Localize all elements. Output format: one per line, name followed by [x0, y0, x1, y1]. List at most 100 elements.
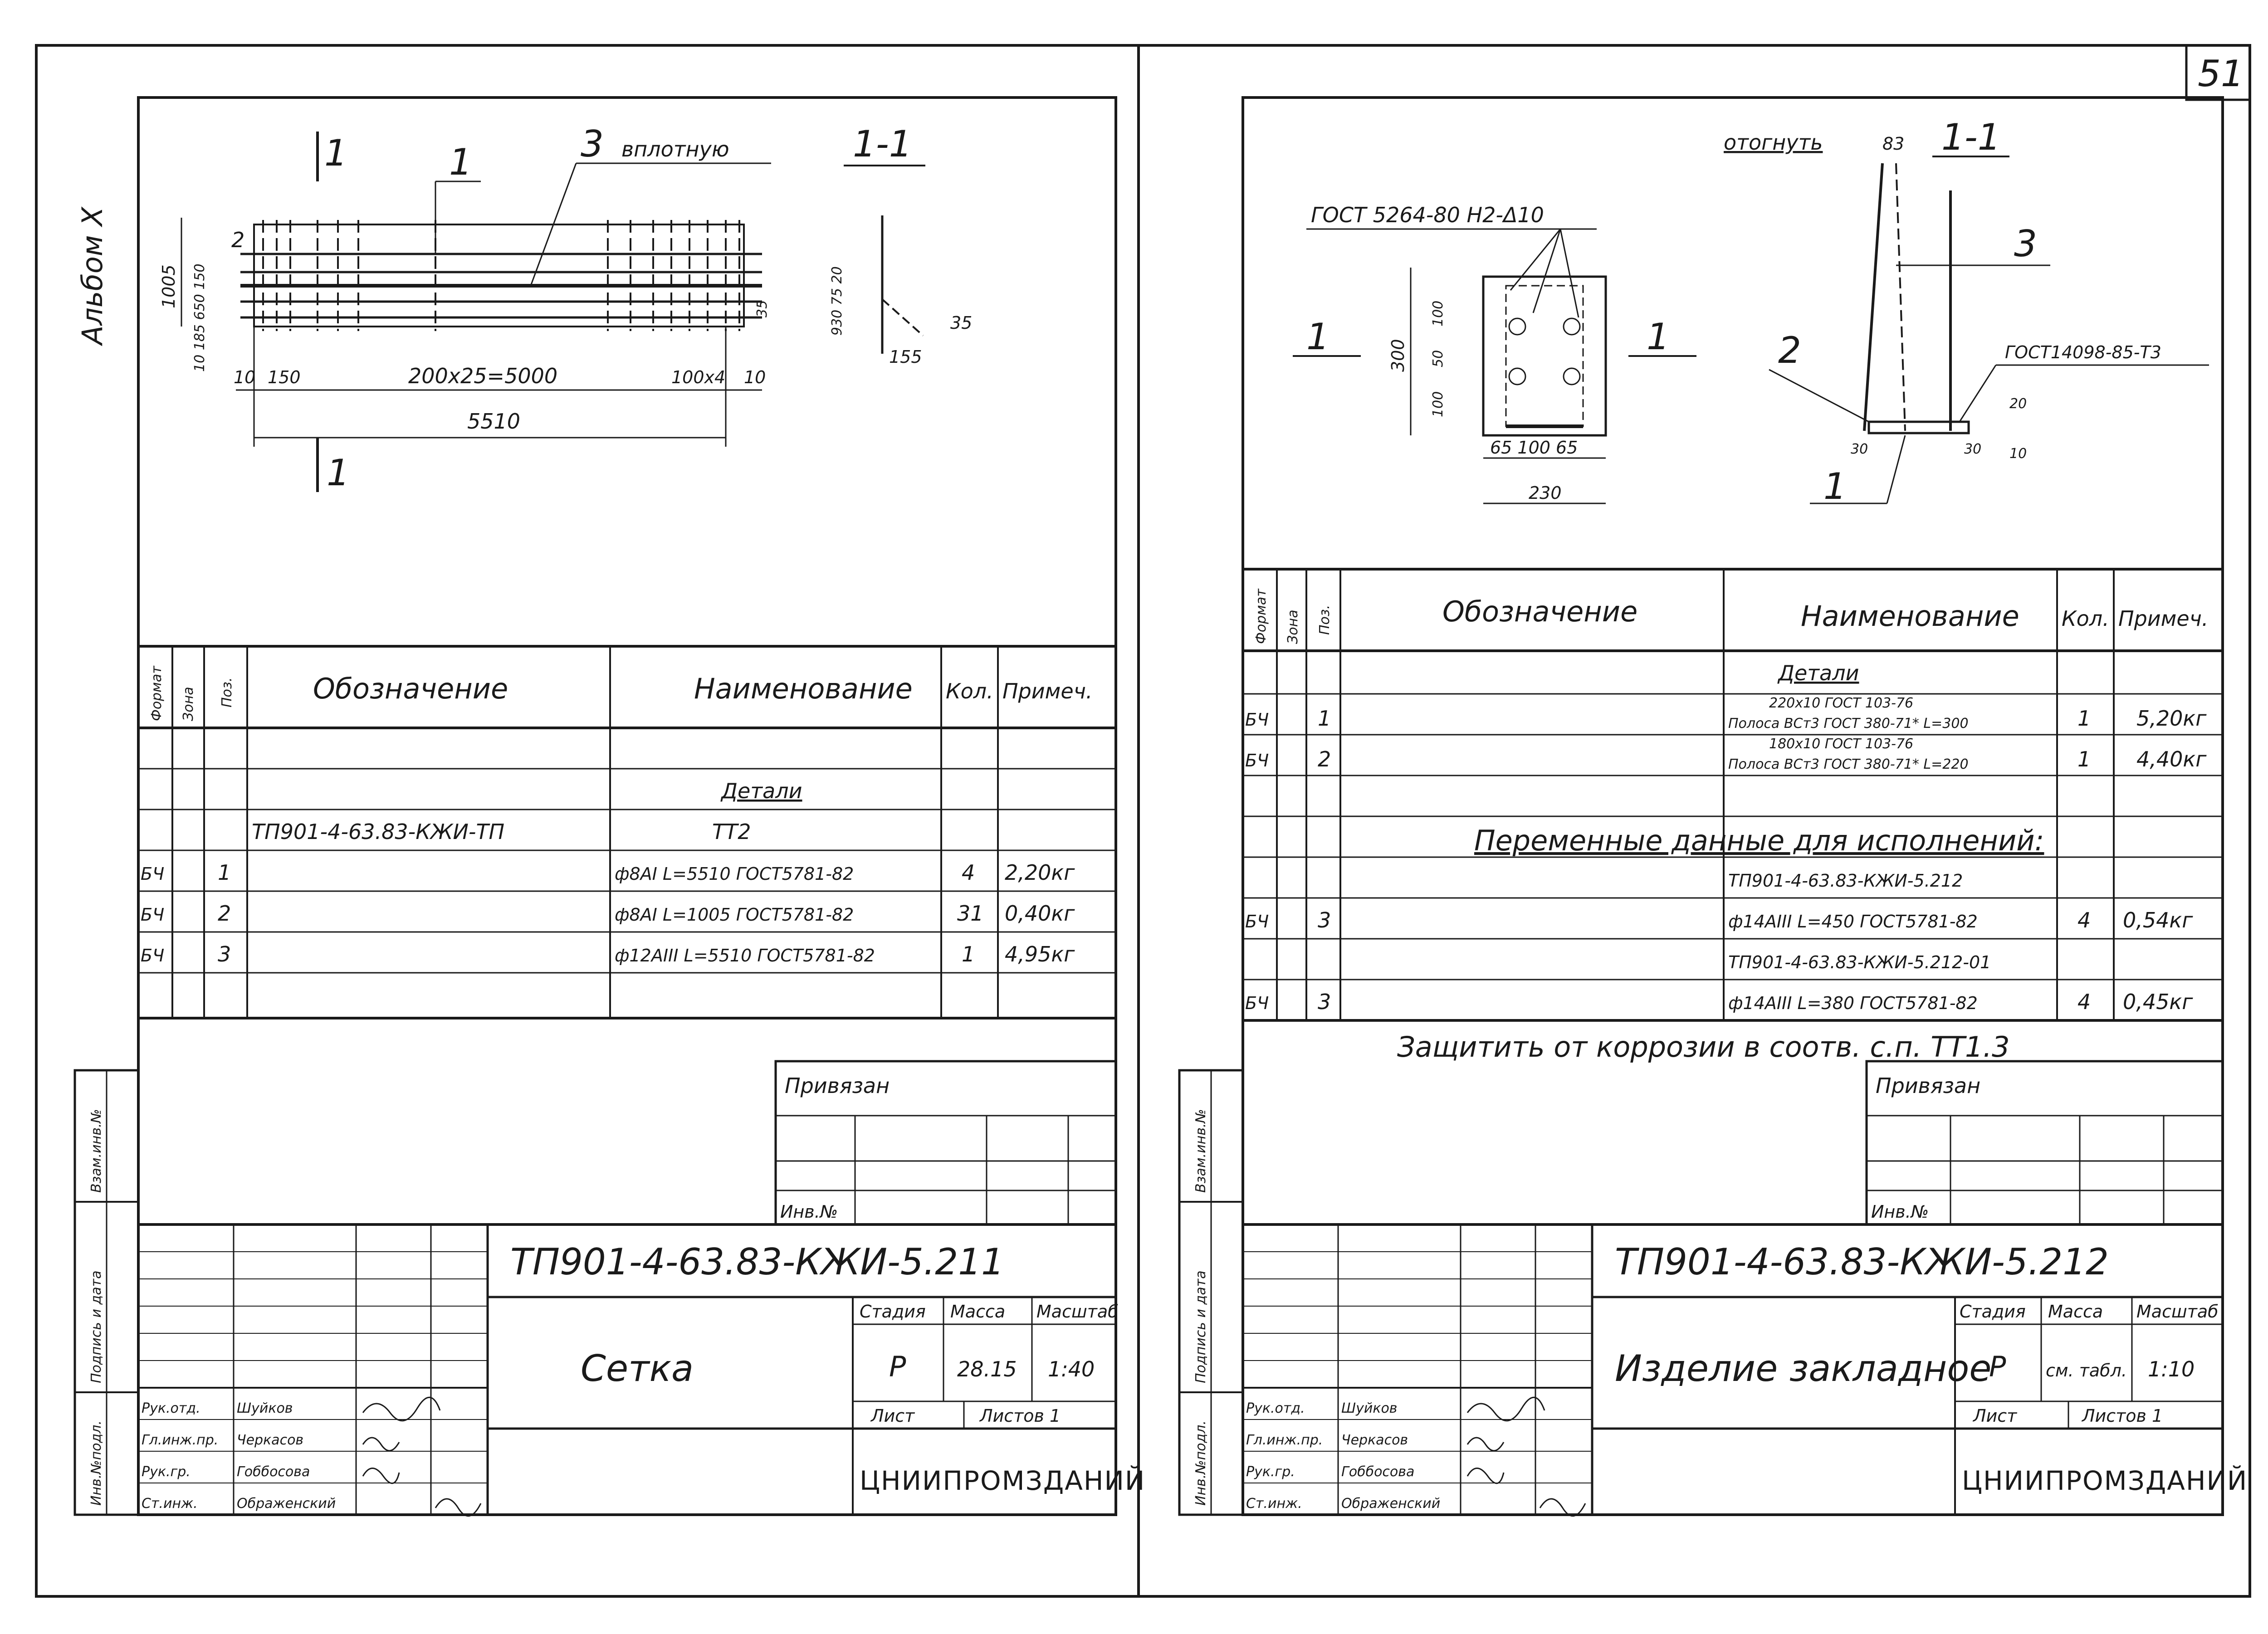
title-block: ТП901-4-63.83-КЖИ-5.211 Сетка Стадия Мас… [137, 1223, 1144, 1517]
row-pos: 1 [218, 860, 231, 885]
signature [1466, 1396, 1545, 1422]
right-sheet: ГОСТ 5264-80 Н2-Δ10 1 1 300 100 50 100 6… [1178, 96, 2248, 1517]
page-number: 51 [2198, 53, 2244, 95]
dim-plate-h-b: 50 [1430, 350, 1446, 367]
row-note: 2,20кг [1005, 860, 1075, 885]
spec-table: Формат Зона Поз. Обозначение Наименовани… [138, 645, 1116, 1019]
signature [362, 1396, 441, 1422]
item-name: Изделие закладное [1615, 1347, 1992, 1390]
signature [1466, 1468, 1505, 1484]
dim-section-bottom: 155 [889, 347, 922, 367]
stamp-inv-orig: Инв.№подл. [88, 1420, 104, 1506]
binding-block: Привязан Инв.№ [1865, 1060, 2224, 1226]
doc-name: ТТ2 [712, 819, 751, 844]
outer-frame [35, 44, 2251, 1598]
dim-plate-height: 300 [1388, 339, 1408, 372]
dim-sec-c: 30 [1964, 441, 1981, 457]
role: Ст.инж. [142, 1496, 198, 1512]
dim-plate-h-c: 100 [1430, 391, 1446, 417]
row-note: 0,40кг [1005, 901, 1075, 926]
row-pos: 3 [1318, 990, 1331, 1014]
dim-left-gap: 150 [268, 367, 301, 387]
signature [362, 1437, 400, 1452]
row-name: Полоса ВСт3 ГОСТ 380-71* L=300 [1728, 716, 1969, 732]
cut-label-left: 1 [1306, 316, 1330, 358]
sheets-label: Листов 1 [2081, 1406, 2163, 1426]
row-format: БЧ [1245, 993, 1269, 1013]
bend-angle: 83 [1882, 134, 1904, 154]
person-name: Гоббосова [1341, 1464, 1414, 1480]
header-pos: Поз. [1317, 605, 1333, 635]
sheets-label: Листов 1 [979, 1406, 1061, 1426]
row-qty: 1 [2077, 706, 2091, 731]
section-title-details: Детали [720, 779, 802, 803]
row-qty: 31 [957, 901, 984, 926]
signature [362, 1468, 400, 1484]
person-name: Гоббосова [237, 1464, 310, 1480]
row-qty: 4 [2077, 908, 2091, 932]
role: Рук.гр. [1246, 1464, 1295, 1480]
sheet-label: Лист [1972, 1406, 2018, 1426]
spec-row: БЧ 3 ф14АIII L=450 ГОСТ5781-82 4 0,54кг [1245, 908, 2193, 932]
title-block: ТП901-4-63.83-КЖИ-5.212 Изделие закладно… [1242, 1223, 2248, 1517]
header-zone: Зона [1285, 610, 1301, 644]
stage-value: Р [889, 1350, 906, 1383]
signature [435, 1498, 482, 1517]
row-name: ф12АIII L=5510 ГОСТ5781-82 [615, 946, 875, 966]
callout-2: 2 [231, 228, 244, 252]
callout-3-leader [530, 163, 577, 286]
variant-doc: ТП901-4-63.83-КЖИ-5.212 [1728, 871, 1963, 891]
view-label-top: 1 [324, 132, 347, 174]
doc-ref: ТП901-4-63.83-КЖИ-ТП [252, 819, 504, 844]
callout-3: 3 [581, 123, 604, 165]
stamp-inv-orig: Инв.№подл. [1193, 1420, 1209, 1506]
bend-note: отогнуть [1724, 130, 1823, 155]
mass-value: 28.15 [957, 1357, 1017, 1381]
stamp-replace-inv: Взам.инв.№ [1193, 1109, 1209, 1193]
row-qty: 1 [962, 942, 975, 966]
row-note: 0,45кг [2123, 990, 2193, 1014]
section-label: 1-1 [1941, 116, 2001, 158]
role: Рук.гр. [142, 1464, 191, 1480]
dim-plate-width: 230 [1529, 483, 1562, 503]
header-name: Наименование [694, 672, 913, 705]
signature [1539, 1498, 1586, 1517]
spec-row: БЧ 3 ф12АIII L=5510 ГОСТ5781-82 1 4,95кг [141, 942, 1075, 966]
row-name: Полоса ВСт3 ГОСТ 380-71* L=220 [1728, 756, 1969, 772]
header-name: Наименование [1801, 600, 2019, 633]
dim-section-width: 35 [754, 300, 770, 317]
bent-bar-alt [1895, 163, 1906, 431]
gost-weld-side: ГОСТ14098-85-Т3 [2005, 342, 2161, 362]
header-qty: Кол. [946, 679, 993, 703]
dim-sec-a: 30 [1851, 441, 1868, 457]
person-name: Черкасов [237, 1432, 303, 1448]
col-mass: Масса [950, 1302, 1005, 1322]
dim-sec-d: 10 [2009, 446, 2027, 462]
variant-doc: ТП901-4-63.83-КЖИ-5.212-01 [1728, 952, 1991, 972]
stamp-sign-date: Подпись и дата [1193, 1271, 1209, 1384]
row-note: 4,95кг [1005, 942, 1075, 966]
spec-table: Формат Зона Поз. Обозначение Наименовани… [1243, 568, 2223, 1022]
col-stage: Стадия [1960, 1302, 2026, 1322]
row-pos: 2 [218, 901, 231, 926]
col-scale: Масштаб [2136, 1302, 2219, 1322]
callout-note: вплотную [621, 137, 729, 161]
organization: ЦНИИПРОМЗДАНИЙ [1962, 1465, 2248, 1496]
stud [1563, 317, 1581, 336]
col-stage: Стадия [860, 1302, 926, 1322]
bent-bar [1863, 163, 1884, 431]
row-name-top: 180x10 ГОСТ 103-76 [1769, 736, 1913, 752]
row-qty: 1 [2077, 747, 2091, 771]
row-pos: 3 [1318, 908, 1331, 932]
gost-weld-top: ГОСТ 5264-80 Н2-Δ10 [1311, 203, 1544, 227]
row-format: БЧ [1245, 751, 1269, 771]
header-qty: Кол. [2062, 606, 2109, 631]
dim-plate-h-a: 100 [1430, 301, 1446, 327]
header-designation: Обозначение [1442, 595, 1637, 628]
page-number-box [2185, 44, 2251, 101]
row-qty: 4 [2077, 990, 2091, 1014]
row-note: 0,54кг [2123, 908, 2193, 932]
doc-number: ТП901-4-63.83-КЖИ-5.212 [1615, 1241, 2109, 1283]
row-note: 5,20кг [2136, 706, 2207, 731]
base-plate [1867, 420, 1970, 434]
